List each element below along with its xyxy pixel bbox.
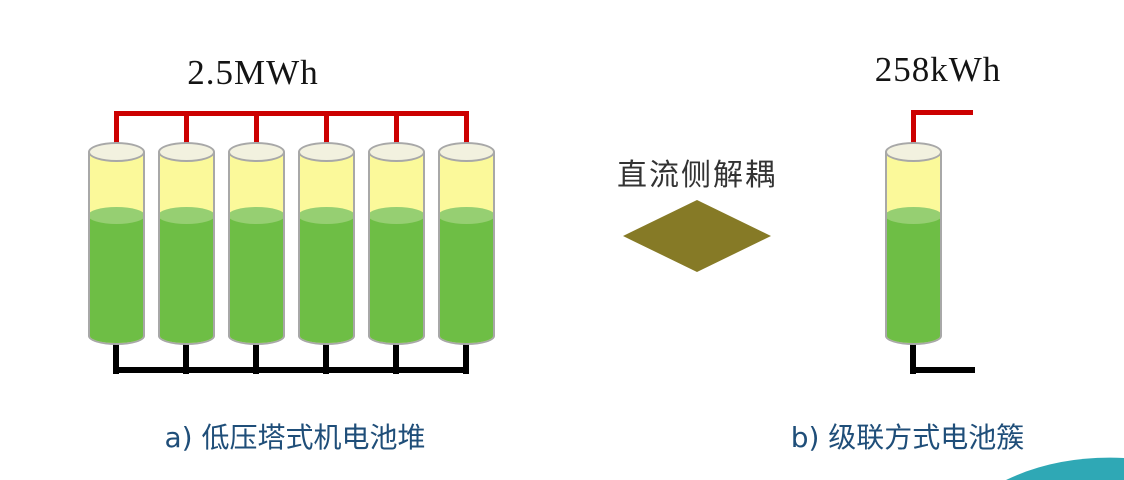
- battery-cell: [158, 111, 215, 374]
- battery-electrolyte-fill: [230, 215, 283, 343]
- decoupling-diamond-icon: [623, 200, 771, 272]
- battery-top-cap: [158, 142, 215, 162]
- battery-top-cap: [368, 142, 425, 162]
- battery-cell: [298, 111, 355, 374]
- battery-cell: [438, 111, 495, 374]
- battery-cell: [368, 111, 425, 374]
- battery-electrolyte-fill: [300, 215, 353, 343]
- battery-positive-lead: [324, 111, 329, 149]
- left-battery-stack: [88, 111, 495, 374]
- battery-body: [88, 152, 145, 345]
- battery-positive-lead: [394, 111, 399, 149]
- battery-cell: [88, 111, 145, 374]
- battery-negative-lead: [323, 340, 329, 374]
- right-battery-cluster: [885, 111, 942, 374]
- right-capacity-label: 258kWh: [874, 50, 1002, 89]
- battery-top-cap: [88, 142, 145, 162]
- battery-top-cap: [438, 142, 495, 162]
- battery-electrolyte-fill: [370, 215, 423, 343]
- battery-body: [885, 152, 942, 345]
- left-positive-bus: [114, 111, 469, 116]
- battery-body: [228, 152, 285, 345]
- right-positive-wire: [911, 110, 973, 115]
- battery-positive-lead: [184, 111, 189, 149]
- right-caption: b) 级联方式电池簇: [790, 421, 1025, 454]
- battery-body: [438, 152, 495, 345]
- battery-positive-lead: [254, 111, 259, 149]
- left-capacity-label: 2.5MWh: [187, 53, 319, 92]
- battery-fill-surface: [370, 207, 423, 224]
- right-negative-wire: [910, 367, 975, 373]
- battery-fill-surface: [90, 207, 143, 224]
- battery-positive-lead: [464, 111, 469, 149]
- battery-fill-surface: [440, 207, 493, 224]
- battery-fill-surface: [887, 207, 940, 224]
- battery-top-cap: [228, 142, 285, 162]
- battery-fill-surface: [300, 207, 353, 224]
- battery-cell: [228, 111, 285, 374]
- battery-negative-lead: [910, 340, 916, 374]
- battery-negative-lead: [183, 340, 189, 374]
- left-caption: a) 低压塔式机电池堆: [164, 421, 426, 454]
- battery-electrolyte-fill: [90, 215, 143, 343]
- battery-positive-lead: [114, 111, 119, 149]
- corner-swoosh-decoration: [1006, 457, 1124, 480]
- battery-positive-lead: [911, 111, 916, 149]
- battery-electrolyte-fill: [440, 215, 493, 343]
- battery-body: [158, 152, 215, 345]
- battery-negative-lead: [393, 340, 399, 374]
- left-negative-bus: [114, 367, 469, 373]
- decoupling-label: 直流侧解耦: [617, 158, 777, 193]
- battery-top-cap: [298, 142, 355, 162]
- battery-electrolyte-fill: [160, 215, 213, 343]
- battery-negative-lead: [253, 340, 259, 374]
- battery-fill-surface: [160, 207, 213, 224]
- battery-negative-lead: [463, 340, 469, 374]
- battery-cell: [885, 111, 942, 374]
- battery-body: [298, 152, 355, 345]
- battery-fill-surface: [230, 207, 283, 224]
- battery-top-cap: [885, 142, 942, 162]
- battery-negative-lead: [113, 340, 119, 374]
- battery-electrolyte-fill: [887, 215, 940, 343]
- battery-body: [368, 152, 425, 345]
